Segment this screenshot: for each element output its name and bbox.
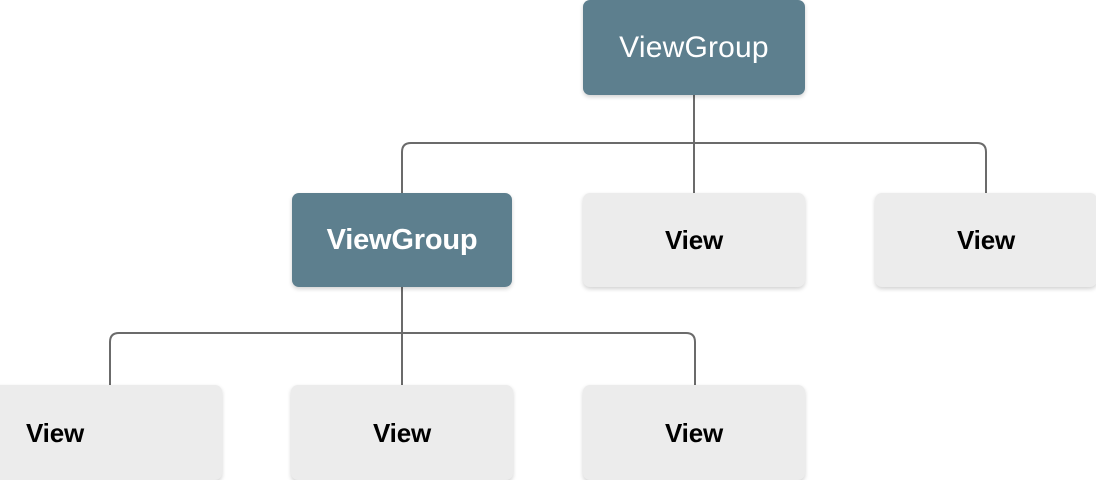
node-label: View — [665, 225, 723, 255]
node-view-bottom-middle[interactable]: View — [291, 385, 513, 480]
node-label: View — [665, 417, 723, 448]
node-view-middle[interactable]: View — [583, 193, 805, 287]
node-label: View — [957, 225, 1015, 255]
node-view-bottom-left[interactable]: View — [0, 385, 222, 480]
node-label: View — [26, 417, 84, 448]
node-root-viewgroup[interactable]: ViewGroup — [583, 0, 805, 95]
node-nested-viewgroup[interactable]: ViewGroup — [292, 193, 512, 287]
node-label: ViewGroup — [326, 223, 478, 256]
node-view-right[interactable]: View — [875, 193, 1096, 287]
node-label: ViewGroup — [619, 30, 769, 64]
node-label: View — [373, 417, 431, 448]
node-view-bottom-right[interactable]: View — [583, 385, 805, 480]
